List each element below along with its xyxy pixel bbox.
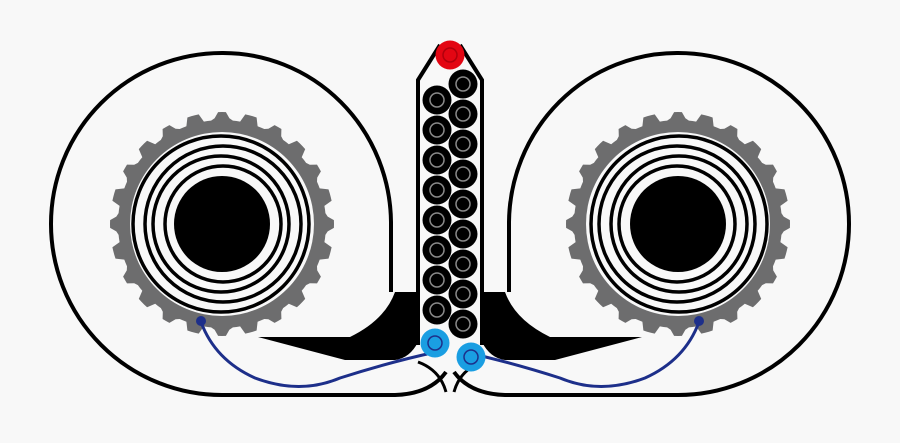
cartridge-body [422,265,452,295]
left-spring-ring [131,134,311,314]
follower-right-primer [463,349,479,365]
cartridge-body [422,235,452,265]
cartridge-body [422,175,452,205]
cartridge-body [422,295,452,325]
follower-left [420,328,450,358]
cartridge-primer [455,256,471,272]
cartridge-body [422,145,452,175]
left-feed-lip [258,292,418,360]
cartridge [422,235,452,265]
top-round [435,40,465,70]
right-spring-ring [609,154,749,294]
left-housing [49,50,448,397]
cartridge [422,265,452,295]
cartridge-primer [429,182,445,198]
drum-left [49,50,448,397]
cartridge [448,279,478,309]
cartridge-body [422,115,452,145]
cartridge [422,115,452,145]
tube-right-wall [458,43,484,345]
cartridge-primer [429,302,445,318]
cartridge-primer [455,226,471,242]
cartridge [448,309,478,339]
cartridge [448,99,478,129]
cartridge-primer [455,76,471,92]
left-spring-ring [143,144,303,304]
cartridge [422,85,452,115]
cartridge-primer [429,122,445,138]
cartridge-primer [455,136,471,152]
cartridge-primer [429,152,445,168]
right-axle [630,176,726,272]
cartridge-body [448,279,478,309]
right-housing [452,50,851,397]
follower-left-body [420,328,450,358]
cartridge-primer [429,212,445,228]
cartridge-primer [455,316,471,332]
cartridge [448,219,478,249]
cartridge [448,69,478,99]
cartridge-body [448,189,478,219]
cartridge [448,249,478,279]
cartridge-primer [455,196,471,212]
cartridge-body [448,129,478,159]
cartridge [448,159,478,189]
follower-right [456,342,486,372]
cartridge [422,205,452,235]
top-round-primer [442,47,458,63]
right-feed-lip [482,292,642,360]
top-round-body [435,40,465,70]
cartridge-primer [455,166,471,182]
feed-tube [416,40,486,393]
cartridge-primer [429,92,445,108]
cartridge-body [448,159,478,189]
cartridge-body [448,249,478,279]
cartridge [422,295,452,325]
right-spring-ring [589,134,769,314]
cartridge-primer [455,286,471,302]
cartridge-body [448,99,478,129]
right-spring-ring [597,144,757,304]
right-spring-ring [617,164,737,284]
left-spring-ring [151,154,291,294]
left-wire-anchor [196,316,206,326]
tube-left-wall [416,43,442,345]
cartridge-primer [455,106,471,122]
cartridge [448,129,478,159]
cartridge-primer [429,272,445,288]
cartridge-body [422,85,452,115]
left-axle [174,176,270,272]
tube-divider-left [417,360,448,393]
drum-right [452,50,851,397]
cartridge-body [422,205,452,235]
cartridge [422,175,452,205]
follower-right-body [456,342,486,372]
left-spring-wire [199,321,437,388]
right-spring-wire [463,321,701,388]
cartridge-body [448,69,478,99]
follower-left-primer [427,335,443,351]
cartridge-primer [429,242,445,258]
cartridge-body [448,219,478,249]
right-wire-anchor [694,316,704,326]
cartridge-body [448,309,478,339]
cartridge [448,189,478,219]
cartridge [422,145,452,175]
left-spring-ring [163,164,283,284]
